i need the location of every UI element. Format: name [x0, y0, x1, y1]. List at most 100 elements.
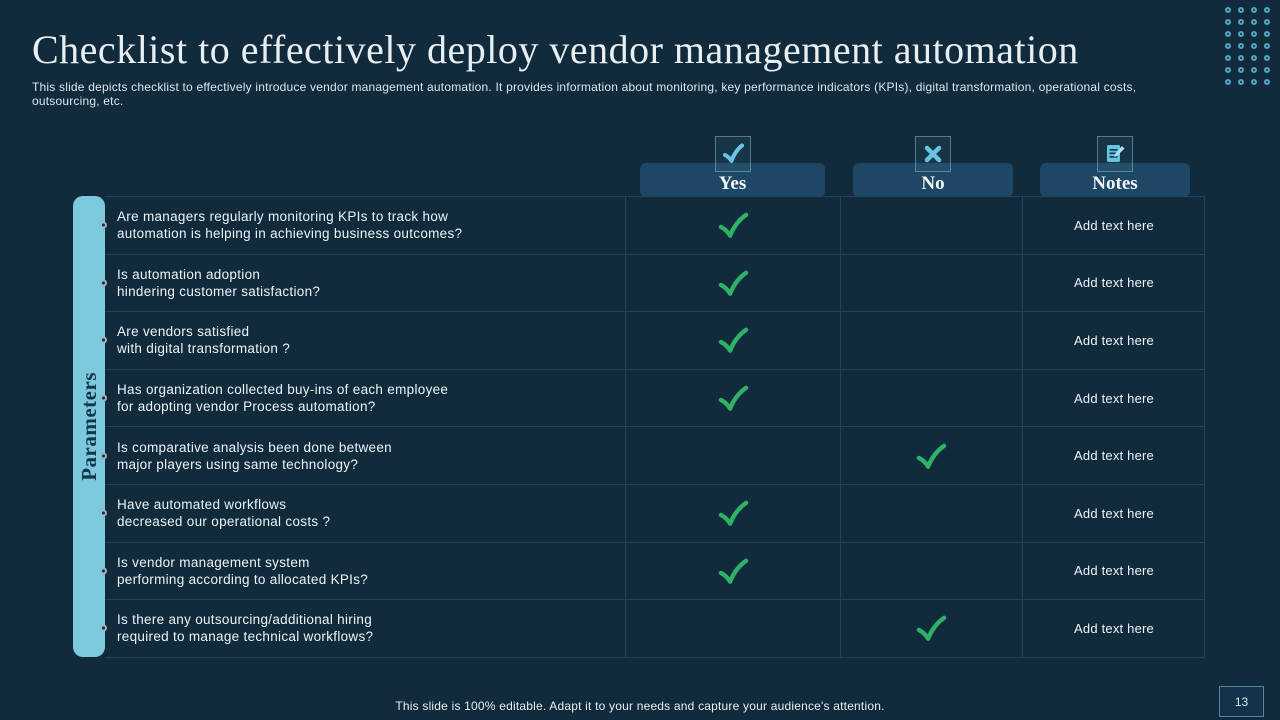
dot-icon [1225, 31, 1231, 37]
notes-cell[interactable]: Add text here [1022, 600, 1205, 657]
green-check-icon [718, 500, 748, 527]
question-cell: Are managers regularly monitoring KPIs t… [100, 197, 625, 254]
notes-cell[interactable]: Add text here [1022, 484, 1205, 542]
notes-cell[interactable]: Add text here [1022, 369, 1205, 427]
column-header-yes: Yes [640, 136, 825, 197]
cross-icon [915, 136, 951, 172]
column-header-notes: Notes [1040, 136, 1190, 197]
notes-placeholder[interactable]: Add text here [1074, 563, 1154, 579]
dot-icon [1238, 79, 1244, 85]
notes-cell[interactable]: Add text here [1022, 542, 1205, 600]
table-row: Have automated workflows decreased our o… [100, 484, 1205, 543]
yes-cell [625, 542, 840, 600]
dot-icon [1238, 67, 1244, 73]
notes-placeholder[interactable]: Add text here [1074, 390, 1154, 406]
table-row: Are vendors satisfied with digital trans… [100, 312, 1205, 370]
dot-icon [1251, 55, 1257, 61]
page-title: Checklist to effectively deploy vendor m… [32, 27, 1079, 72]
notes-cell[interactable]: Add text here [1022, 312, 1205, 369]
check-icon [714, 136, 751, 172]
question-cell: Has organization collected buy-ins of ea… [100, 370, 625, 427]
parameters-side-bar: Parameters [73, 196, 105, 657]
table-row: Are managers regularly monitoring KPIs t… [100, 197, 1205, 255]
dot-icon [1238, 43, 1244, 49]
dot-icon [1264, 55, 1270, 61]
table-row: Is vendor management system performing a… [100, 542, 1205, 601]
table-row: Has organization collected buy-ins of ea… [100, 369, 1205, 428]
footer-note: This slide is 100% editable. Adapt it to… [395, 699, 885, 713]
green-check-icon [718, 212, 748, 239]
question-cell: Is comparative analysis been done betwee… [100, 427, 625, 484]
column-header-no: No [853, 136, 1013, 197]
dot-icon [1225, 79, 1231, 85]
no-cell [840, 254, 1022, 312]
yes-cell [625, 254, 840, 312]
dot-icon [1225, 7, 1231, 13]
dot-icon [1264, 7, 1270, 13]
notes-placeholder[interactable]: Add text here [1074, 217, 1154, 233]
question-text: Are vendors satisfied with digital trans… [117, 324, 291, 357]
question-text: Have automated workflows decreased our o… [117, 497, 331, 530]
bullet-ring-icon [100, 509, 107, 517]
yes-header-button[interactable]: Yes [640, 163, 825, 197]
question-cell: Is there any outsourcing/additional hiri… [100, 600, 625, 657]
bullet-ring-icon [100, 452, 107, 460]
question-text: Is automation adoption hindering custome… [117, 266, 321, 299]
checklist-body: Are managers regularly monitoring KPIs t… [100, 197, 1205, 658]
page-number-value: 13 [1234, 694, 1249, 709]
no-cell [840, 197, 1022, 254]
dot-icon [1238, 19, 1244, 25]
question-cell: Is automation adoption hindering custome… [100, 255, 625, 312]
notes-placeholder[interactable]: Add text here [1074, 505, 1154, 521]
no-header-button[interactable]: No [853, 163, 1013, 197]
no-cell [840, 312, 1022, 369]
slide-subtitle: This slide depicts checklist to effectiv… [32, 80, 1137, 108]
dot-icon [1238, 55, 1244, 61]
dot-icon [1264, 79, 1270, 85]
notes-placeholder[interactable]: Add text here [1074, 275, 1154, 291]
dot-icon [1238, 31, 1244, 37]
question-text: Is comparative analysis been done betwee… [117, 439, 392, 472]
table-row: Is there any outsourcing/additional hiri… [100, 600, 1205, 658]
no-cell [840, 542, 1022, 600]
bullet-ring-icon [100, 394, 107, 402]
bullet-ring-icon [100, 279, 107, 287]
notes-placeholder[interactable]: Add text here [1074, 448, 1154, 464]
table-row: Is comparative analysis been done betwee… [100, 427, 1205, 485]
dots-decoration [1225, 7, 1270, 85]
green-check-icon [916, 443, 947, 469]
bullet-ring-icon [100, 221, 107, 229]
green-check-icon [718, 328, 748, 354]
notes-cell[interactable]: Add text here [1022, 254, 1205, 312]
dot-icon [1264, 43, 1270, 49]
no-cell [840, 600, 1022, 657]
question-text: Is vendor management system performing a… [117, 554, 369, 587]
notes-placeholder[interactable]: Add text here [1074, 332, 1154, 348]
dot-icon [1251, 67, 1257, 73]
dot-icon [1251, 19, 1257, 25]
no-cell [840, 427, 1022, 484]
yes-cell [625, 312, 840, 369]
dot-icon [1264, 19, 1270, 25]
no-cell [840, 369, 1022, 427]
dot-icon [1225, 43, 1231, 49]
green-check-icon [916, 616, 947, 642]
table-row: Is automation adoption hindering custome… [100, 254, 1205, 313]
no-cell [840, 484, 1022, 542]
notes-placeholder[interactable]: Add text here [1074, 620, 1154, 636]
notes-cell[interactable]: Add text here [1022, 197, 1205, 254]
dot-icon [1251, 43, 1257, 49]
yes-cell [625, 484, 840, 542]
notes-cell[interactable]: Add text here [1022, 427, 1205, 484]
bullet-ring-icon [100, 567, 107, 575]
yes-cell [625, 369, 840, 427]
question-cell: Are vendors satisfied with digital trans… [100, 312, 625, 369]
dot-icon [1225, 67, 1231, 73]
note-icon [1097, 136, 1133, 172]
bullet-ring-icon [100, 624, 107, 632]
notes-header-button[interactable]: Notes [1040, 163, 1190, 197]
question-cell: Have automated workflows decreased our o… [100, 485, 625, 542]
dot-icon [1251, 7, 1257, 13]
checklist-table: Are managers regularly monitoring KPIs t… [100, 196, 1205, 658]
